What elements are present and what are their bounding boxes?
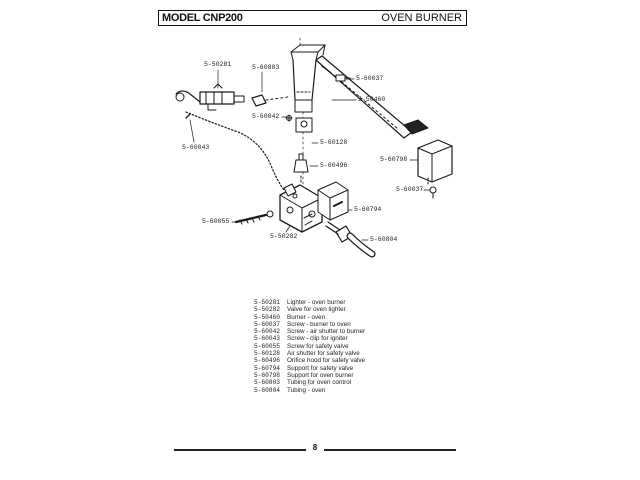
list-item: 5-60037 Screw - burner to oven xyxy=(254,321,365,328)
safety-valve xyxy=(279,183,323,233)
callout-burner: 5-50460 xyxy=(358,96,386,103)
callout-leaders xyxy=(189,69,431,241)
list-item: 5-50281 Lighter - oven burner xyxy=(254,299,365,306)
lighter-assembly xyxy=(175,83,245,119)
control-tubing xyxy=(251,94,289,107)
part-number: 5-60037 xyxy=(254,320,280,328)
part-number: 5-60803 xyxy=(254,379,280,387)
part-description: Screw - burner to oven xyxy=(287,320,351,328)
part-number: 5-60798 xyxy=(254,371,280,379)
section-title: OVEN BURNER xyxy=(381,12,462,24)
callout-support-screw: 5-60037 xyxy=(396,186,424,193)
list-item: 5-60042 Screw - air shutter to burner xyxy=(254,328,365,335)
list-item: 5-60803 Tubing for oven control xyxy=(254,379,365,386)
part-number: 5-50282 xyxy=(254,306,280,314)
part-number: 5-60042 xyxy=(254,328,280,336)
callout-control-tubing: 5-60803 xyxy=(252,64,280,71)
part-number: 5-50460 xyxy=(254,313,280,321)
page-number: 8 xyxy=(312,443,318,452)
footer-rule-right xyxy=(324,449,456,451)
list-item: 5-50460 Burner - oven xyxy=(254,314,365,321)
part-number: 5-60804 xyxy=(254,386,280,394)
callout-shutter-screw: 5-60042 xyxy=(252,113,280,120)
callout-oven-tubing: 5-60804 xyxy=(370,236,398,243)
page-header: MODEL CNP200 OVEN BURNER xyxy=(158,10,467,26)
part-description: Tubing - oven xyxy=(287,386,326,394)
part-number: 5-60043 xyxy=(254,335,280,343)
part-description: Valve for oven lighter xyxy=(287,306,346,314)
oven-tubing xyxy=(325,221,376,258)
part-description: Air shutter for safety valve xyxy=(287,350,360,358)
parts-list: 5-50281 Lighter - oven burner 5-50282 Valv… xyxy=(254,299,365,394)
callout-lighter: 5-50281 xyxy=(204,61,232,68)
part-number: 5-50281 xyxy=(254,299,280,306)
list-item: 5-60804 Tubing - oven xyxy=(254,387,365,394)
part-number: 5-60055 xyxy=(254,342,280,350)
list-item: 5-50282 Valve for oven lighter xyxy=(254,306,365,313)
list-item: 5-60055 Screw for safety valve xyxy=(254,343,365,350)
part-number: 5-60496 xyxy=(254,357,280,365)
part-number: 5-60794 xyxy=(254,364,280,372)
valve-support xyxy=(317,181,349,221)
air-shutter xyxy=(285,114,313,133)
orifice-hood xyxy=(293,153,309,185)
list-item: 5-60798 Support for oven burner xyxy=(254,372,365,379)
model-label: MODEL CNP200 xyxy=(162,12,243,24)
part-description: Screw - clip for igniter xyxy=(287,335,348,343)
part-description: Screw - air shutter to burner xyxy=(287,328,366,336)
part-description: Support for safety valve xyxy=(287,364,354,372)
part-number: 5-60128 xyxy=(254,350,280,358)
callout-burner-support: 5-60798 xyxy=(380,156,408,163)
part-description: Burner - oven xyxy=(287,313,326,321)
callout-orifice-hood: 5-60496 xyxy=(320,162,348,169)
burner-screw xyxy=(321,65,351,82)
igniter-wire xyxy=(185,111,285,191)
part-description: Tubing for oven control xyxy=(287,379,352,387)
callout-safety-valve: 5-50282 xyxy=(270,233,298,240)
list-item: 5-60043 Screw - clip for igniter xyxy=(254,335,365,342)
callout-igniter-clip-screw: 5-60043 xyxy=(182,144,210,151)
callout-valve-screw: 5-60055 xyxy=(202,218,230,225)
callout-valve-support: 5-60794 xyxy=(354,206,382,213)
valve-screw xyxy=(234,210,274,225)
list-item: 5-60128 Air shutter for safety valve xyxy=(254,350,365,357)
part-description: Support for oven burner xyxy=(287,371,354,379)
callout-burner-screw: 5-60037 xyxy=(356,75,384,82)
part-description: Orifice hood for safety valve xyxy=(287,357,366,365)
part-description: Screw for safety valve xyxy=(287,342,349,350)
assembly-guides xyxy=(299,35,304,186)
part-description: Lighter - oven burner xyxy=(287,299,346,306)
list-item: 5-60496 Orifice hood for safety valve xyxy=(254,357,365,364)
list-item: 5-60794 Support for safety valve xyxy=(254,365,365,372)
callout-air-shutter: 5-60128 xyxy=(320,139,348,146)
footer-rule-left xyxy=(174,449,306,451)
